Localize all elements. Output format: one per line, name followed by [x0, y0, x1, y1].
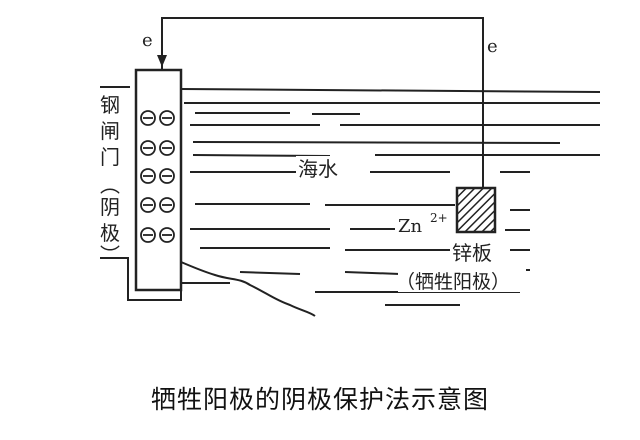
diagram-caption: 牺牲阳极的阴极保护法示意图 — [150, 385, 489, 414]
zinc-ion-label: Zn — [398, 216, 423, 237]
steel-gate-label-2: 闸 — [100, 119, 120, 143]
electron-icon — [159, 227, 175, 243]
seabed — [180, 261, 316, 317]
electron-icon — [140, 168, 156, 184]
water-line — [180, 88, 601, 93]
cathode-label-2: 阴 — [100, 195, 120, 219]
cathode-label-3: 极 — [100, 221, 120, 245]
arrow-down-icon — [157, 55, 167, 67]
zinc-ion-charge: 2+ — [430, 211, 448, 225]
electron-icon — [140, 110, 156, 126]
electron-icon — [140, 140, 156, 156]
zinc-plate — [455, 186, 497, 234]
electron-label-left: e — [142, 30, 153, 51]
electron-icon — [159, 110, 175, 126]
steel-gate-label-1: 钢 — [100, 93, 120, 117]
water-line — [192, 154, 331, 157]
electron-icon — [159, 168, 175, 184]
seawater-label: 海水 — [298, 157, 338, 181]
water-line — [239, 271, 301, 275]
cathode-label-4: ︶ — [100, 243, 120, 267]
water-line — [344, 271, 401, 275]
zinc-plate-label: 锌板 — [452, 241, 492, 265]
seawater-lines — [180, 88, 601, 306]
wire — [161, 17, 484, 188]
electron-icon — [159, 197, 175, 213]
cathode-label-1: ︵ — [100, 173, 120, 197]
gate-frame-lower — [100, 257, 182, 301]
electrons — [140, 110, 175, 243]
sacrificial-anode-label: （牺牲阳极） — [396, 271, 510, 293]
electron-icon — [159, 140, 175, 156]
electron-label-right: e — [487, 36, 498, 57]
water-line — [192, 141, 561, 144]
electron-icon — [140, 227, 156, 243]
electron-icon — [140, 197, 156, 213]
steel-gate-label-3: 门 — [100, 145, 120, 169]
